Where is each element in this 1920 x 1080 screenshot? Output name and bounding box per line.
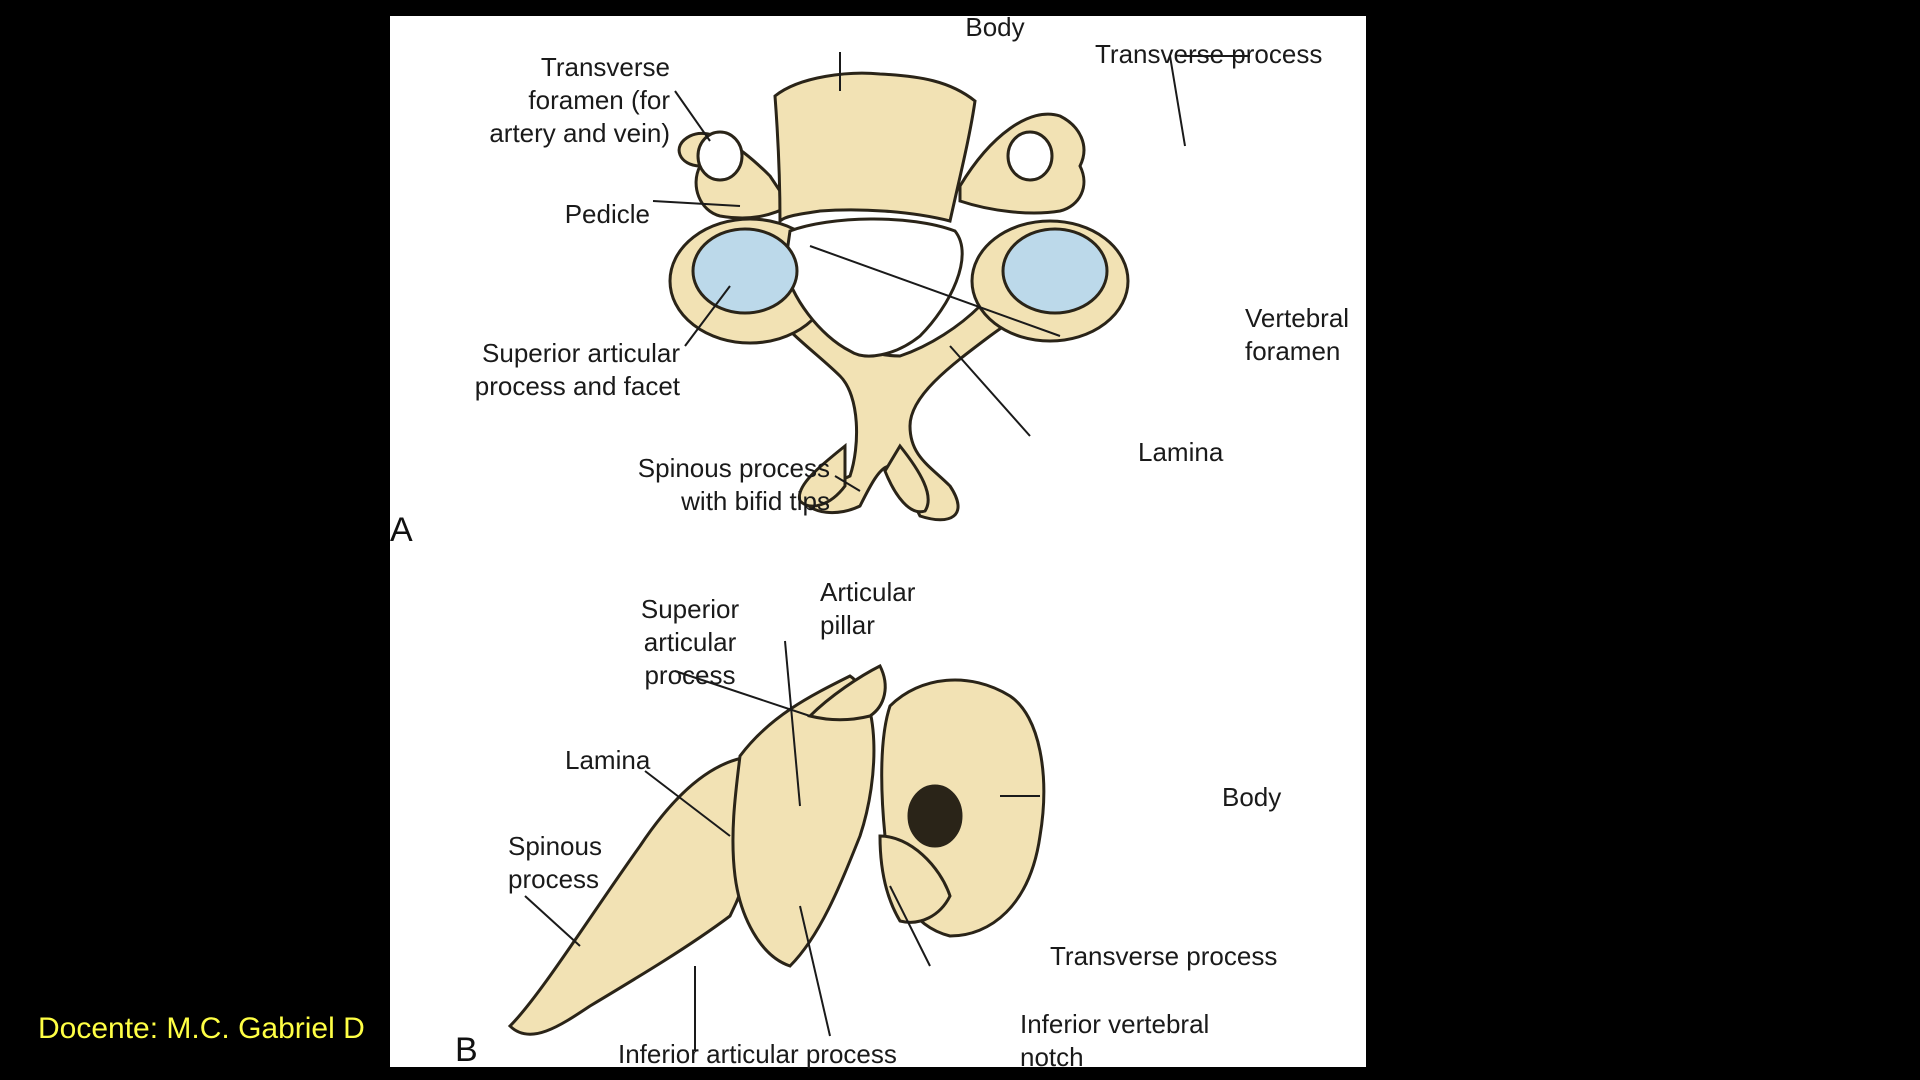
left-transverse-foramen bbox=[696, 130, 744, 182]
label-superior-articular-b-line3: process bbox=[644, 660, 736, 690]
superior-articular-shape bbox=[807, 663, 887, 722]
label-spinous-process-a-line2: with bifid tips bbox=[681, 486, 830, 516]
footer-docente: Docente: M.C. Gabriel D bbox=[38, 1012, 365, 1045]
label-lamina-b-text: Lamina bbox=[565, 745, 651, 775]
label-spinous-process-a: Spinous process with bifid tips bbox=[570, 452, 830, 518]
label-superior-articular-a-line2: process and facet bbox=[474, 371, 680, 401]
label-spinous-process-b: Spinous process bbox=[508, 830, 602, 896]
label-spinous-process-b-line2: process bbox=[508, 864, 600, 894]
label-articular-pillar: Articular pillar bbox=[820, 576, 915, 642]
label-spinous-process-a-line1: Spinous process bbox=[637, 453, 830, 483]
label-inferior-articular-text: Inferior articular process bbox=[618, 1039, 897, 1069]
label-transverse-foramen-line1: Transverse bbox=[540, 52, 670, 82]
label-pedicle-text: Pedicle bbox=[564, 199, 650, 229]
label-transverse-foramen-line3: artery and vein) bbox=[489, 118, 670, 148]
label-body-b: Body bbox=[1222, 781, 1281, 814]
label-inferior-notch-line2: notch bbox=[1020, 1042, 1084, 1072]
label-transverse-process-a-text: Transverse process bbox=[1095, 39, 1323, 69]
panel-b-drawing bbox=[507, 663, 1046, 1036]
articular-pillar-shape bbox=[731, 674, 876, 968]
label-vertebral-foramen: Vertebral foramen bbox=[1245, 302, 1349, 368]
label-transverse-process-b-text: Transverse process bbox=[1050, 941, 1278, 971]
label-pedicle: Pedicle bbox=[510, 198, 650, 231]
label-lamina-b: Lamina bbox=[565, 744, 650, 777]
label-vertebral-foramen-line2: foramen bbox=[1245, 336, 1341, 366]
label-body-a-text: Body bbox=[965, 12, 1025, 42]
label-lamina-a-text: Lamina bbox=[1138, 437, 1224, 467]
panel-a-leaders bbox=[652, 52, 1250, 492]
label-transverse-foramen-line2: foramen (for bbox=[528, 85, 670, 115]
label-body-b-text: Body bbox=[1222, 782, 1282, 812]
panel-letter-b: B bbox=[455, 1031, 478, 1069]
label-transverse-foramen: Transverse foramen (for artery and vein) bbox=[430, 51, 670, 150]
vertebral-body-shape bbox=[773, 71, 977, 225]
label-superior-articular-b-line2: articular bbox=[643, 627, 737, 657]
label-superior-articular-a: Superior articular process and facet bbox=[420, 337, 680, 403]
label-articular-pillar-line1: Articular bbox=[820, 577, 916, 607]
label-inferior-vertebral-notch: Inferior vertebral notch bbox=[1020, 1008, 1209, 1074]
label-superior-articular-b: Superior articular process bbox=[620, 593, 760, 692]
lateral-foramen bbox=[907, 784, 963, 848]
label-lamina-a: Lamina bbox=[1138, 436, 1223, 469]
spinous-tips-shape bbox=[797, 442, 930, 514]
label-body-a: Body bbox=[915, 11, 1075, 44]
label-inferior-articular: Inferior articular process bbox=[618, 1038, 897, 1071]
panel-b-leaders bbox=[524, 640, 1040, 1051]
label-transverse-process-a: Transverse process bbox=[1095, 38, 1322, 71]
vertebra-illustration bbox=[507, 52, 1250, 1051]
label-articular-pillar-line2: pillar bbox=[820, 610, 875, 640]
label-superior-articular-b-line1: Superior bbox=[640, 594, 740, 624]
left-facet bbox=[691, 227, 799, 315]
label-superior-articular-a-line1: Superior articular bbox=[482, 338, 680, 368]
label-inferior-notch-line1: Inferior vertebral bbox=[1020, 1009, 1210, 1039]
cervical-vertebra-figure: Body Transverse process Transverse foram… bbox=[390, 12, 1366, 1072]
label-spinous-process-b-line1: Spinous bbox=[508, 831, 602, 861]
right-transverse-foramen bbox=[1006, 130, 1054, 182]
panel-a-drawing bbox=[668, 71, 1130, 522]
panel-letter-a: A bbox=[390, 511, 413, 549]
right-facet bbox=[1001, 227, 1109, 315]
label-transverse-process-b: Transverse process bbox=[1050, 940, 1277, 973]
label-vertebral-foramen-line1: Vertebral bbox=[1245, 303, 1350, 333]
